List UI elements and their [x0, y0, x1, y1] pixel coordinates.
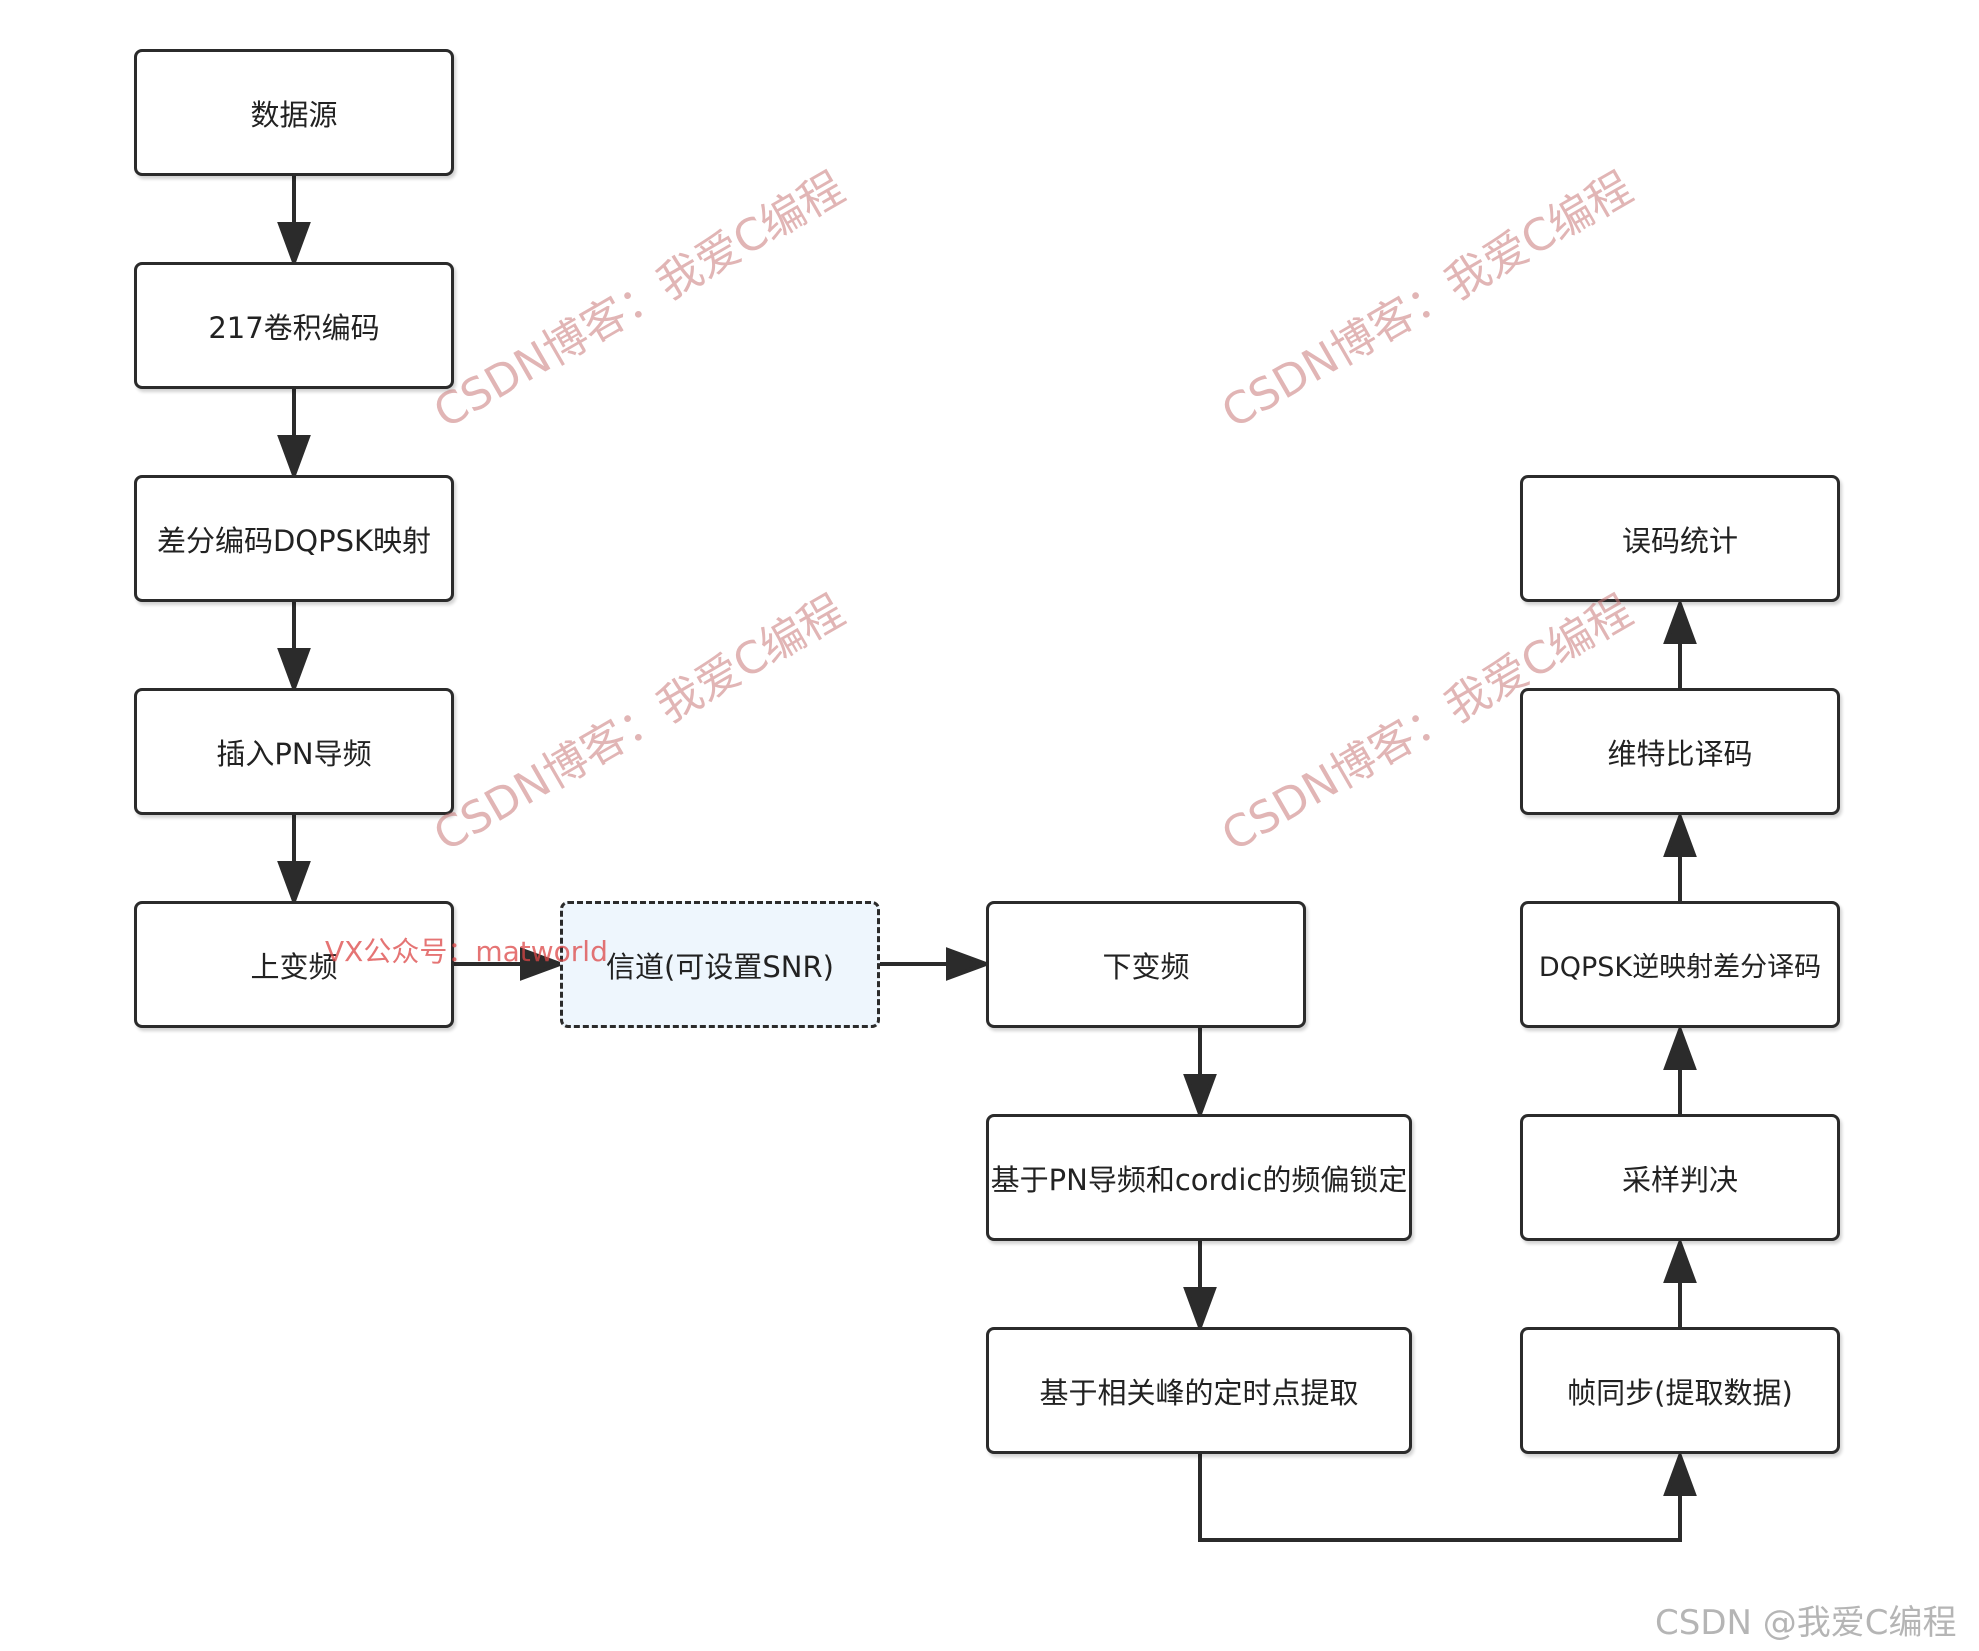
node-label: 基于相关峰的定时点提取 — [1039, 1375, 1359, 1410]
arrowhead-icon — [1663, 1024, 1697, 1070]
node-label: DQPSK逆映射差分译码 — [1538, 952, 1822, 983]
arrowhead-icon — [1663, 1237, 1697, 1283]
arrowhead-icon — [1663, 811, 1697, 857]
arrowhead-icon — [1663, 1450, 1697, 1496]
node-ber-stats[interactable]: 误码统计 — [1520, 475, 1840, 602]
arrowhead-icon — [277, 435, 311, 481]
node-demap-diff-decode[interactable]: DQPSK逆映射差分译码 — [1520, 901, 1840, 1028]
node-label: 基于PN导频和cordic的频偏锁定 — [990, 1162, 1408, 1197]
arrowhead-icon — [1183, 1074, 1217, 1120]
node-diff-encode-map[interactable]: 差分编码DQPSK映射 — [134, 475, 454, 602]
node-frame-sync[interactable]: 帧同步(提取数据) — [1520, 1327, 1840, 1454]
node-label: 帧同步(提取数据) — [1567, 1375, 1793, 1410]
arrowhead-icon — [946, 947, 992, 981]
node-label: 插入PN导频 — [216, 736, 372, 771]
node-label: 误码统计 — [1621, 523, 1738, 558]
node-label: 上变频 — [250, 949, 338, 984]
node-data-source[interactable]: 数据源 — [134, 49, 454, 176]
arrowhead-icon — [277, 861, 311, 907]
arrowhead-icon — [1663, 598, 1697, 644]
arrowhead-icon — [520, 947, 566, 981]
node-label: 数据源 — [250, 97, 338, 132]
node-label: 信道(可设置SNR) — [606, 949, 834, 984]
node-label: 差分编码DQPSK映射 — [156, 523, 432, 558]
node-channel[interactable]: 信道(可设置SNR) — [560, 901, 880, 1028]
node-label: 下变频 — [1102, 949, 1190, 984]
node-freq-lock[interactable]: 基于PN导频和cordic的频偏锁定 — [986, 1114, 1412, 1241]
node-label: 采样判决 — [1621, 1162, 1738, 1197]
arrowhead-icon — [277, 222, 311, 268]
edge-timing-to-frame-sync — [1198, 1454, 1682, 1542]
node-conv-encode[interactable]: 217卷积编码 — [134, 262, 454, 389]
node-sample-decide[interactable]: 采样判决 — [1520, 1114, 1840, 1241]
node-downconvert[interactable]: 下变频 — [986, 901, 1306, 1028]
arrowhead-icon — [1183, 1287, 1217, 1333]
node-upconvert[interactable]: 上变频 — [134, 901, 454, 1028]
node-label: 维特比译码 — [1607, 736, 1753, 771]
node-insert-pn[interactable]: 插入PN导频 — [134, 688, 454, 815]
node-label: 217卷积编码 — [208, 310, 380, 345]
node-timing-extract[interactable]: 基于相关峰的定时点提取 — [986, 1327, 1412, 1454]
arrowhead-icon — [277, 648, 311, 694]
node-viterbi[interactable]: 维特比译码 — [1520, 688, 1840, 815]
